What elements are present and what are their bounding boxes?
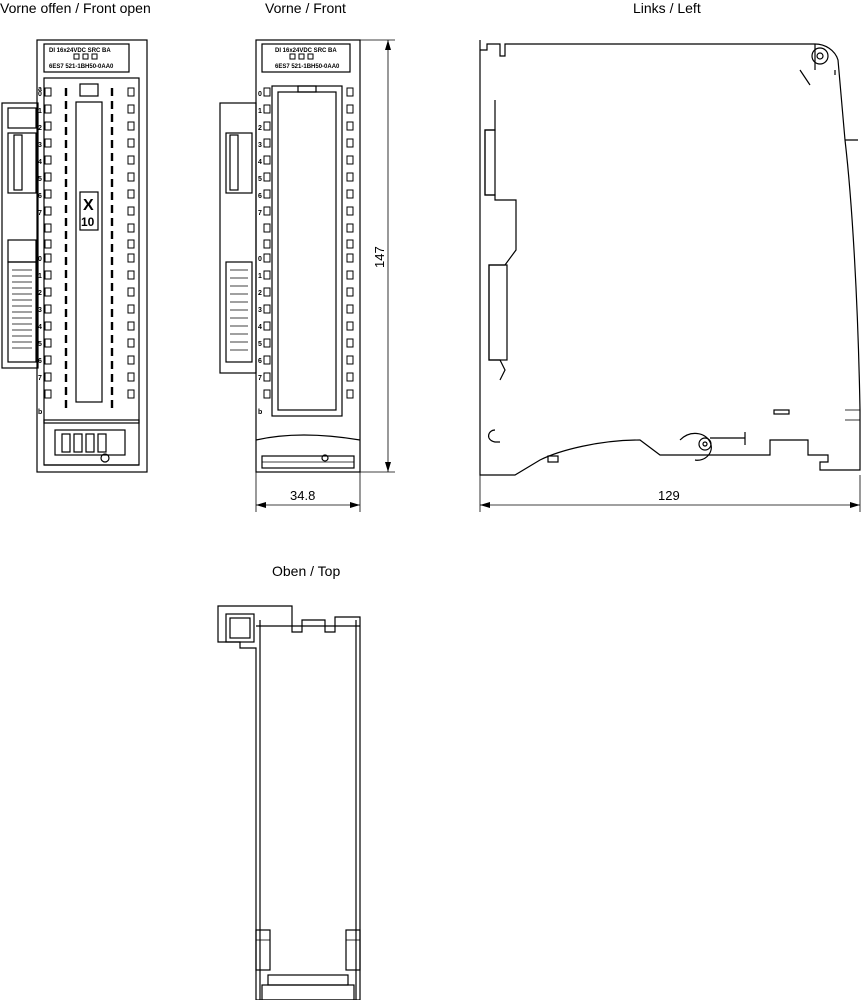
module-label-line1: DI 16x24VDC SRC BA — [49, 48, 111, 54]
left-view-outline — [479, 40, 861, 476]
svg-text:6ES7 521-1BH50-0AA0: 6ES7 521-1BH50-0AA0 — [275, 64, 340, 70]
module-housing-open — [36, 39, 148, 473]
terminal-label-a: a — [38, 86, 42, 93]
dimension-width-label: 34.8 — [290, 488, 315, 503]
svg-text:1: 1 — [38, 273, 42, 280]
svg-text:1: 1 — [38, 108, 42, 115]
module-label-plate — [261, 43, 351, 73]
channel-labels-upper: 0 1 2 3 4 5 6 7 — [38, 91, 42, 217]
svg-text:3: 3 — [258, 142, 262, 149]
svg-text:4: 4 — [38, 159, 42, 166]
view-title-top: Oben / Top — [272, 563, 341, 579]
front-open-view: DI 16x24VDC SRC BA 6ES7 521-1BH50-0AA0 X… — [1, 39, 148, 473]
top-view — [217, 605, 361, 1000]
terminal-label-b: b — [38, 409, 42, 416]
svg-text:5: 5 — [38, 341, 42, 348]
dimension-height-label: 147 — [372, 246, 387, 268]
terminal-row-right — [127, 87, 135, 399]
svg-text:0: 0 — [258, 256, 262, 263]
svg-text:6: 6 — [258, 193, 262, 200]
svg-text:7: 7 — [258, 375, 262, 382]
module-housing-front — [255, 39, 361, 473]
svg-text:4: 4 — [258, 324, 262, 331]
view-title-front-open: Vorne offen / Front open — [0, 0, 151, 16]
svg-text:3: 3 — [38, 142, 42, 149]
terminal-row-left — [44, 87, 52, 399]
front-door — [271, 85, 343, 417]
svg-text:DI 16x24VDC SRC BA: DI 16x24VDC SRC BA — [275, 48, 337, 54]
bus-connector — [7, 261, 37, 363]
terminal-row-right — [346, 87, 354, 399]
svg-text:b: b — [258, 409, 262, 416]
top-view-outline — [217, 605, 361, 1000]
svg-text:2: 2 — [38, 290, 42, 297]
module-label-plate — [43, 43, 130, 73]
svg-text:0: 0 — [258, 91, 262, 98]
front-view: DI 16x24VDC SRC BA 6ES7 521-1BH50-0AA0 0… — [219, 39, 395, 512]
module-marking-x: X — [83, 197, 94, 214]
channel-labels-lower: 0 1 2 3 4 5 6 7 — [38, 256, 42, 382]
svg-text:5: 5 — [38, 176, 42, 183]
view-title-front: Vorne / Front — [265, 0, 346, 16]
svg-text:1: 1 — [258, 273, 262, 280]
svg-text:0: 0 — [38, 91, 42, 98]
module-label-line2: 6ES7 521-1BH50-0AA0 — [49, 64, 114, 70]
svg-text:6: 6 — [38, 193, 42, 200]
lever-pivot-icon — [698, 437, 712, 451]
svg-text:5: 5 — [258, 341, 262, 348]
svg-text:7: 7 — [38, 210, 42, 217]
svg-text:7: 7 — [38, 375, 42, 382]
screw-icon — [811, 47, 829, 65]
bus-connector — [225, 261, 253, 363]
left-view: 129 — [479, 40, 861, 512]
svg-text:0: 0 — [38, 256, 42, 263]
svg-text:7: 7 — [258, 210, 262, 217]
backplane-rail — [1, 102, 39, 369]
svg-text:2: 2 — [38, 125, 42, 132]
svg-text:4: 4 — [38, 324, 42, 331]
terminal-row-left — [263, 87, 271, 399]
svg-text:3: 3 — [38, 307, 42, 314]
svg-text:3: 3 — [258, 307, 262, 314]
module-marking-10: 10 — [81, 215, 95, 229]
svg-text:5: 5 — [258, 176, 262, 183]
svg-text:1: 1 — [258, 108, 262, 115]
svg-text:4: 4 — [258, 159, 262, 166]
svg-text:6: 6 — [258, 358, 262, 365]
svg-text:2: 2 — [258, 290, 262, 297]
view-title-left: Links / Left — [633, 0, 701, 16]
svg-text:6: 6 — [38, 358, 42, 365]
dimension-depth-label: 129 — [658, 488, 680, 503]
svg-text:2: 2 — [258, 125, 262, 132]
